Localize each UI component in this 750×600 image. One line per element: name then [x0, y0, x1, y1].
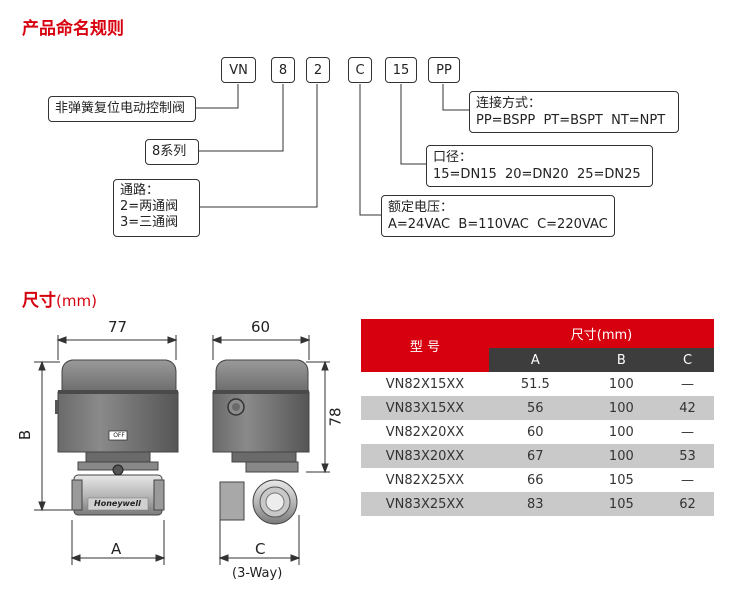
table-row: VN82X20XX 60 100 —	[361, 420, 714, 444]
desc-ports-line-1: 2=两通阀	[120, 199, 179, 214]
cell-c: 42	[661, 396, 714, 420]
dimensions-table: 型 号 尺寸(mm) A B C VN82X15XX 51.5 100 — VN…	[361, 319, 714, 516]
cell-b: 105	[581, 468, 662, 492]
cell-a: 66	[489, 468, 582, 492]
table-row: VN82X15XX 51.5 100 —	[361, 372, 714, 396]
valve-front-view	[34, 335, 179, 565]
code-part-voltage: C	[348, 57, 372, 83]
naming-connector-lines	[196, 84, 469, 216]
desc-connection-label: 连接方式：	[476, 96, 542, 111]
side-note: (3-Way)	[232, 566, 283, 581]
desc-size: 口径： 15=DN15 20=DN20 25=DN25	[426, 145, 653, 187]
desc-voltage-line-1: A=24VAC B=110VAC C=220VAC	[388, 217, 608, 232]
dimensions-title-unit: (mm)	[56, 292, 97, 310]
table-col-c: C	[661, 348, 714, 372]
cell-model: VN83X15XX	[361, 396, 489, 420]
table-row: VN83X15XX 56 100 42	[361, 396, 714, 420]
cell-c: —	[661, 468, 714, 492]
desc-connection-line-1: PP=BSPP PT=BSPT NT=NPT	[476, 113, 666, 128]
dim-side-height: 78	[326, 407, 345, 427]
cell-a: 51.5	[489, 372, 582, 396]
desc-voltage-label: 额定电压：	[388, 200, 454, 215]
desc-size-label: 口径：	[433, 150, 473, 165]
code-part-vn: VN	[221, 57, 256, 83]
cell-c: —	[661, 372, 714, 396]
cell-a: 67	[489, 444, 582, 468]
cell-model: VN83X25XX	[361, 492, 489, 516]
off-label: OFF	[113, 432, 125, 439]
cell-a: 56	[489, 396, 582, 420]
cell-b: 100	[581, 372, 662, 396]
code-part-series: 8	[271, 57, 295, 83]
dimensions-title-text: 尺寸	[22, 291, 56, 311]
cell-c: —	[661, 420, 714, 444]
desc-ports-label: 通路：	[120, 183, 160, 198]
dim-bottom-front: A	[111, 540, 122, 558]
brand-label: Honeywell	[94, 499, 141, 508]
valve-side-view	[211, 335, 330, 565]
cell-a: 83	[489, 492, 582, 516]
desc-series: 8系列	[145, 139, 199, 165]
cell-model: VN82X25XX	[361, 468, 489, 492]
table-row: VN82X25XX 66 105 —	[361, 468, 714, 492]
desc-series-text: 8系列	[152, 144, 187, 159]
desc-ports: 通路： 2=两通阀 3=三通阀	[113, 179, 200, 237]
dim-bottom-side: C	[255, 540, 266, 558]
dimensions-title: 尺寸(mm)	[22, 286, 97, 311]
desc-product: 非弹簧复位电动控制阀	[48, 96, 196, 122]
table-row: VN83X25XX 83 105 62	[361, 492, 714, 516]
naming-title: 产品命名规则	[22, 19, 124, 39]
cell-b: 100	[581, 396, 662, 420]
off-label-box	[108, 430, 128, 441]
cell-b: 100	[581, 420, 662, 444]
cell-model: VN83X20XX	[361, 444, 489, 468]
table-header-model: 型 号	[361, 319, 489, 372]
code-part-connection: PP	[428, 57, 460, 83]
cell-b: 100	[581, 444, 662, 468]
code-part-ports: 2	[306, 57, 330, 83]
code-part-size: 15	[385, 57, 417, 83]
cell-c: 53	[661, 444, 714, 468]
desc-size-line-1: 15=DN15 20=DN20 25=DN25	[433, 167, 641, 182]
desc-ports-line-2: 3=三通阀	[120, 215, 179, 230]
dim-front-width: 77	[108, 318, 128, 336]
table-row: VN83X20XX 67 100 53	[361, 444, 714, 468]
cell-b: 105	[581, 492, 662, 516]
table-header-dim: 尺寸(mm)	[489, 319, 714, 348]
desc-connection: 连接方式： PP=BSPP PT=BSPT NT=NPT	[469, 91, 679, 133]
desc-product-text: 非弹簧复位电动控制阀	[55, 101, 186, 116]
cell-c: 62	[661, 492, 714, 516]
dim-side-width: 60	[251, 318, 271, 336]
cell-model: VN82X20XX	[361, 420, 489, 444]
desc-voltage: 额定电压： A=24VAC B=110VAC C=220VAC	[381, 195, 615, 237]
cell-a: 60	[489, 420, 582, 444]
table-col-b: B	[581, 348, 662, 372]
table-col-a: A	[489, 348, 582, 372]
cell-model: VN82X15XX	[361, 372, 489, 396]
